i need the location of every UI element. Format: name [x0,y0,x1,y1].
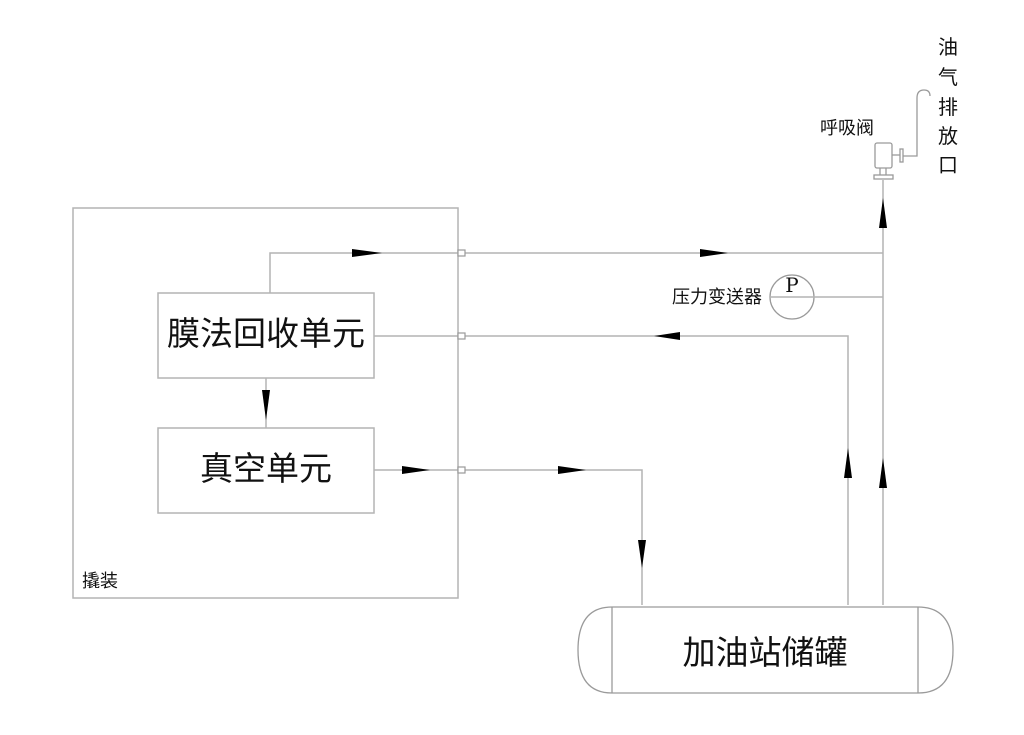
arrow-right-icon [558,466,586,474]
vent-outlet-char: 放 [938,124,958,148]
arrow-right-icon [700,249,728,257]
storage-tank: 加油站储罐 [577,606,954,694]
breather-valve-label: 呼吸阀 [820,118,874,139]
vent-outlet-char: 油 [938,35,958,59]
pressure-symbol: P [785,273,798,297]
skid-port [457,466,466,474]
arrow-up-icon [844,448,852,478]
arrow-up-icon [879,458,887,488]
vacuum-to-tank-line [374,469,643,605]
arrow-right-icon [402,466,430,474]
arrow-right-icon [352,249,382,257]
storage-tank-label: 加油站储罐 [683,633,848,672]
vent-pipe-icon [903,89,931,157]
vent-outlet-char: 口 [938,153,958,177]
arrow-down-icon [262,390,270,420]
skid-port [457,249,466,257]
valve-body-icon [874,142,893,169]
skid-frame [72,207,459,599]
vent-outlet-char: 排 [938,95,958,119]
arrow-left-icon [654,332,680,340]
membrane-unit: 膜法回收单元 [157,292,375,379]
pressure-transmitter: P 压力变送器 [672,273,883,320]
skid-port [457,332,466,340]
vacuum-unit-label: 真空单元 [200,449,332,488]
vent-outlet-char: 气 [938,65,958,89]
vacuum-unit: 真空单元 [157,427,375,514]
vapor-return-line [374,335,849,605]
arrow-down-icon [638,540,646,568]
vent-outlet-label: 油 气 排 放 口 [938,35,958,177]
pressure-transmitter-label: 压力变送器 [672,287,762,308]
membrane-unit-label: 膜法回收单元 [167,314,365,353]
arrow-up-icon [879,198,887,228]
permeate-line [269,252,883,293]
skid-label: 撬装 [82,571,118,592]
breather-valve: 呼吸阀 [820,89,931,180]
